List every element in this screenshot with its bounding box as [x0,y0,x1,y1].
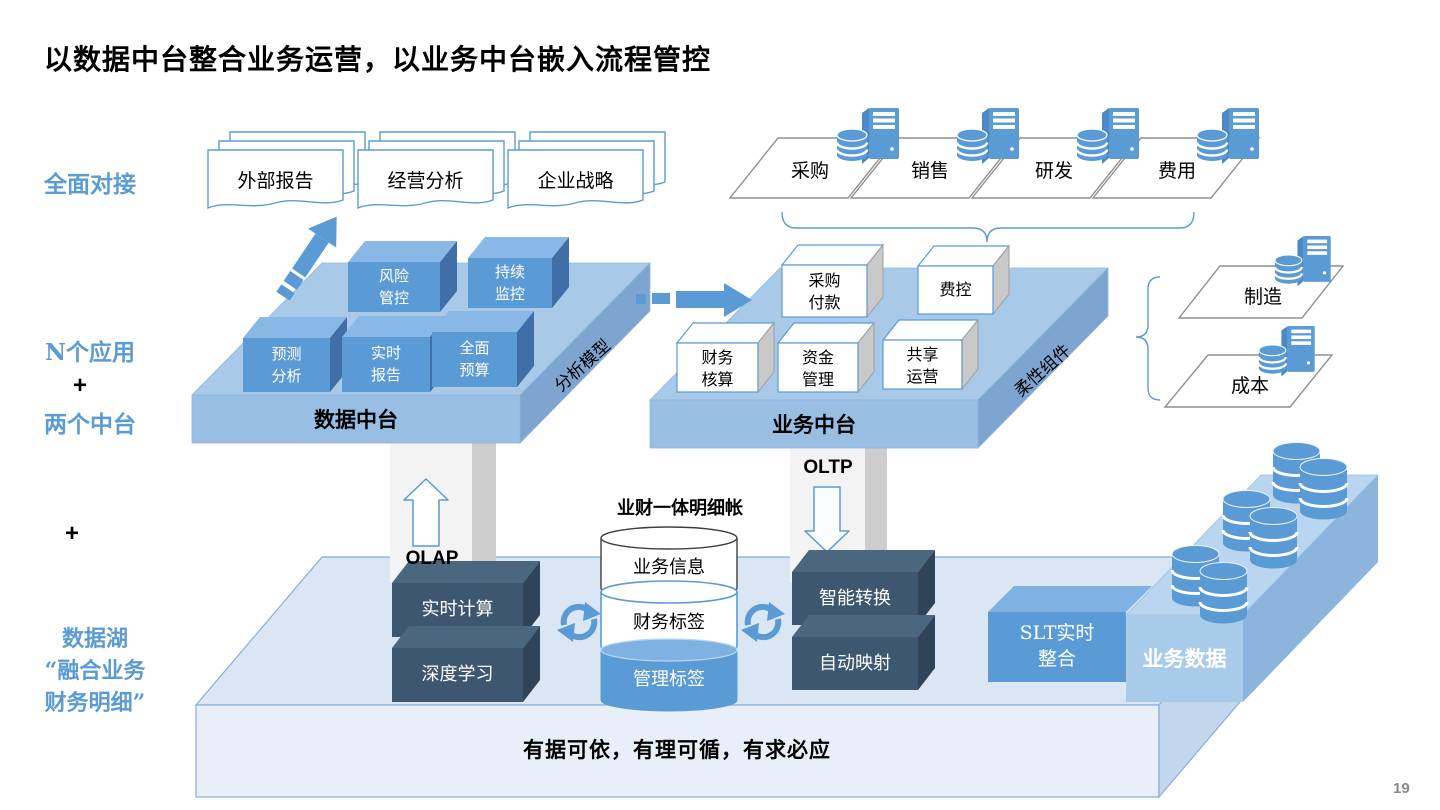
doc-label-corporate-strategy: 企业战略 [537,170,614,192]
label-two-platforms: 两个中台 [44,411,136,438]
slt-box [988,586,1152,682]
server-icon [955,106,1021,166]
server-icon [1273,234,1332,288]
top-brace [781,211,1195,243]
page-title: 以数据中台整合业务运营，以业务中台嵌入流程管控 [44,43,712,76]
cube-deep-learning [392,626,540,702]
doc-label-external-report: 外部报告 [237,170,314,192]
cube-continuous-monitor [468,237,569,308]
cube-full-budget [432,311,534,387]
business-data-block [1125,441,1379,702]
page-number: 19 [1393,780,1410,797]
slt-label: SLT实时 整合 [1019,622,1095,670]
engine-label-realtime-compute: 实时计算 [421,599,494,620]
label-plus-2: + [64,520,79,547]
cube-capital-mgmt [776,321,876,394]
cube-label-full-budget: 全面 预算 [459,339,490,379]
business-data-label: 业务数据 [1142,646,1227,671]
dashed-up-arrow-icon [276,216,337,301]
olap-up-arrow-icon [403,478,449,547]
doc-label-operation-analysis: 经营分析 [387,170,464,192]
ledger-layer-finance-tag: 财务标签 [633,612,705,633]
ledger-cylinders [600,526,738,712]
cube-label-finance-accounting: 财务 核算 [701,348,734,390]
oltp-down-arrow-icon [804,486,850,553]
cube-label-procure-pay: 采购 付款 [808,271,841,313]
ledger-layer-mgmt-tag: 管理标签 [633,669,705,690]
cube-label-expense-control: 费控 [939,280,972,299]
server-icon [835,106,901,166]
database-icon [1298,457,1349,521]
label-n-apps: N个应用 [44,339,136,366]
engine-label-deep-learning: 深度学习 [421,664,494,685]
module-label-procurement: 采购 [790,160,829,182]
cube-label-shared-operation: 共享 运营 [906,345,939,387]
label-data-lake: 数据湖 “融合业务 财务明细” [44,626,146,716]
module-label-cost: 成本 [1230,375,1269,397]
cube-expense-control [916,244,1011,316]
ledger-title: 业财一体明细帐 [617,498,743,519]
cube-finance-accounting [675,321,776,394]
right-brace [1135,276,1161,401]
database-icon [1198,561,1249,625]
cube-shared-operation [881,318,980,391]
cube-label-continuous-monitor: 持续 监控 [494,263,525,303]
label-full-connect: 全面对接 [44,171,136,198]
module-label-rnd: 研发 [1034,160,1073,182]
cube-auto-mapping [792,615,935,690]
tagline: 有据可依，有理可循，有求必应 [523,737,831,762]
olap-label: OLAP [405,548,459,569]
label-plus-1: + [72,372,87,399]
engine-label-smart-convert: 智能转换 [819,588,891,609]
cube-label-forecast-analysis: 预测 分析 [271,345,302,385]
engine-label-auto-mapping: 自动映射 [819,653,891,674]
business-platform-name: 业务中台 [772,412,856,437]
ledger-layer-business-info: 业务信息 [633,557,705,578]
server-icon [1075,106,1141,166]
database-icon [1248,506,1299,570]
module-label-manufacturing: 制造 [1243,286,1282,308]
oltp-label: OLTP [803,457,853,478]
module-label-sales: 销售 [910,160,949,182]
server-icon [1257,324,1316,378]
data-platform-name: 数据中台 [314,407,398,432]
cube-label-capital-mgmt: 资金 管理 [801,348,834,390]
cube-label-risk-control: 风险 管控 [378,267,409,307]
dashed-right-arrow-icon [636,283,752,317]
cube-procure-pay [780,243,885,319]
module-label-expense: 费用 [1157,160,1196,182]
server-icon [1195,106,1261,166]
olap-pillar [390,443,496,583]
cube-label-realtime-report: 实时 报告 [370,344,401,384]
cylinder-mgmt-tag [600,638,738,712]
cube-risk-control [348,241,457,312]
